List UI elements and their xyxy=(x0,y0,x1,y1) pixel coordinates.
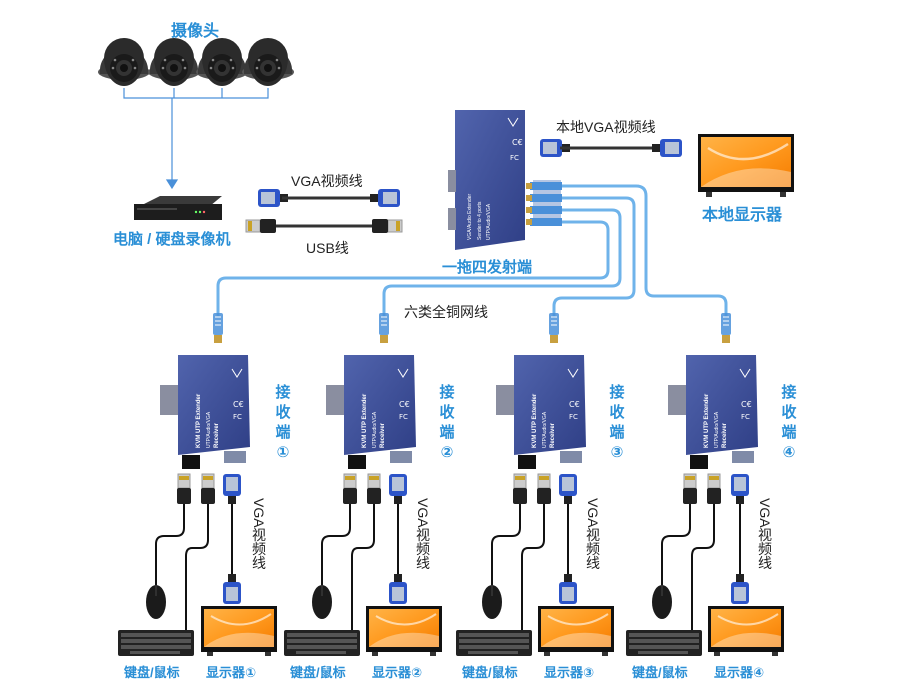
cat6-cable-label: 六类全铜网线 xyxy=(404,304,488,320)
peripherals-2 xyxy=(284,473,443,657)
monitor-label-2: 显示器② xyxy=(372,665,423,680)
receiver-1-text-3: UTP/Audio/VGA xyxy=(206,411,212,448)
vga-cable-label: VGA视频线 xyxy=(291,173,363,189)
receiver-2-text-1: KVM UTP Extender xyxy=(362,393,368,448)
receiver-4-text-3: UTP/Audio/VGA xyxy=(714,411,720,448)
peripherals-3 xyxy=(456,473,615,657)
sender-ports xyxy=(526,180,562,226)
receiver-3: C€ FC xyxy=(496,312,586,469)
peripherals-1 xyxy=(118,473,278,657)
receiver-3-text-3: UTP/Audio/VGA xyxy=(542,411,548,448)
svg-text:C€: C€ xyxy=(512,138,523,147)
receiver-1-text-1: KVM UTP Extender xyxy=(196,393,202,448)
pc-dvr-label: 电脑 / 硬盘录像机 xyxy=(113,231,231,248)
receiver-4-text-2: Receiver xyxy=(722,422,728,448)
sender-device-text-1: VGA/Audio Extender xyxy=(467,193,473,240)
receiver-3-label: 接收端③ xyxy=(609,384,625,461)
sender-device-text-2: Sender to 4 ports xyxy=(477,201,483,240)
svg-text:FC: FC xyxy=(510,154,519,162)
monitor-label-1: 显示器① xyxy=(206,665,257,680)
svg-text:C€: C€ xyxy=(399,400,410,409)
receiver-4-vga-label: VGA视频线 xyxy=(757,498,773,570)
local-monitor-label: 本地显示器 xyxy=(702,207,783,224)
monitor-label-3: 显示器③ xyxy=(544,665,595,680)
sender-device: C€ FC xyxy=(448,110,525,250)
receiver-3-vga-label: VGA视频线 xyxy=(585,498,601,570)
receiver-1: C€ FC xyxy=(160,312,250,469)
kbm-label-1: 键盘/鼠标 xyxy=(124,665,180,680)
receiver-3-text-1: KVM UTP Extender xyxy=(532,393,538,448)
kbm-label-2: 键盘/鼠标 xyxy=(290,665,346,680)
receiver-1-text-2: Receiver xyxy=(214,422,220,448)
vga-cable-top xyxy=(258,189,400,207)
receiver-2-label: 接收端② xyxy=(439,384,455,461)
local-vga-cable-label: 本地VGA视频线 xyxy=(556,119,656,135)
receiver-4-label: 接收端④ xyxy=(781,384,797,461)
kbm-label-3: 键盘/鼠标 xyxy=(462,665,518,680)
svg-text:FC: FC xyxy=(233,413,242,421)
network-cables xyxy=(216,184,728,318)
camera-2 xyxy=(148,38,200,86)
receiver-1-label: 接收端① xyxy=(275,384,291,461)
receiver-4: C€ FC xyxy=(668,312,758,469)
camera-label: 摄像头 xyxy=(171,23,220,40)
usb-cable-top xyxy=(245,218,403,234)
svg-text:C€: C€ xyxy=(569,400,580,409)
camera-3 xyxy=(196,38,248,86)
camera-wiring xyxy=(123,88,269,190)
usb-cable-label: USB线 xyxy=(306,240,349,256)
svg-text:C€: C€ xyxy=(741,400,752,409)
local-vga-cable xyxy=(540,139,682,157)
dvr-box xyxy=(134,196,222,220)
camera-1 xyxy=(98,38,150,86)
monitor-label-4: 显示器④ xyxy=(714,665,765,680)
peripherals-4 xyxy=(626,473,785,657)
receiver-2: C€ FC xyxy=(326,312,416,469)
svg-text:FC: FC xyxy=(569,413,578,421)
sender-label: 一拖四发射端 xyxy=(442,259,533,276)
sender-device-text-3: UTP/Audio/VGA xyxy=(486,203,492,240)
receiver-1-vga-label: VGA视频线 xyxy=(251,498,267,570)
svg-text:FC: FC xyxy=(399,413,408,421)
camera-4 xyxy=(242,38,294,86)
receiver-3-text-2: Receiver xyxy=(550,422,556,448)
receiver-2-text-2: Receiver xyxy=(380,422,386,448)
svg-text:FC: FC xyxy=(741,413,750,421)
kbm-label-4: 键盘/鼠标 xyxy=(632,665,688,680)
svg-text:C€: C€ xyxy=(233,400,244,409)
receiver-4-text-1: KVM UTP Extender xyxy=(704,393,710,448)
local-monitor xyxy=(698,134,794,197)
receiver-2-text-3: UTP/Audio/VGA xyxy=(372,411,378,448)
receiver-2-vga-label: VGA视频线 xyxy=(415,498,431,570)
